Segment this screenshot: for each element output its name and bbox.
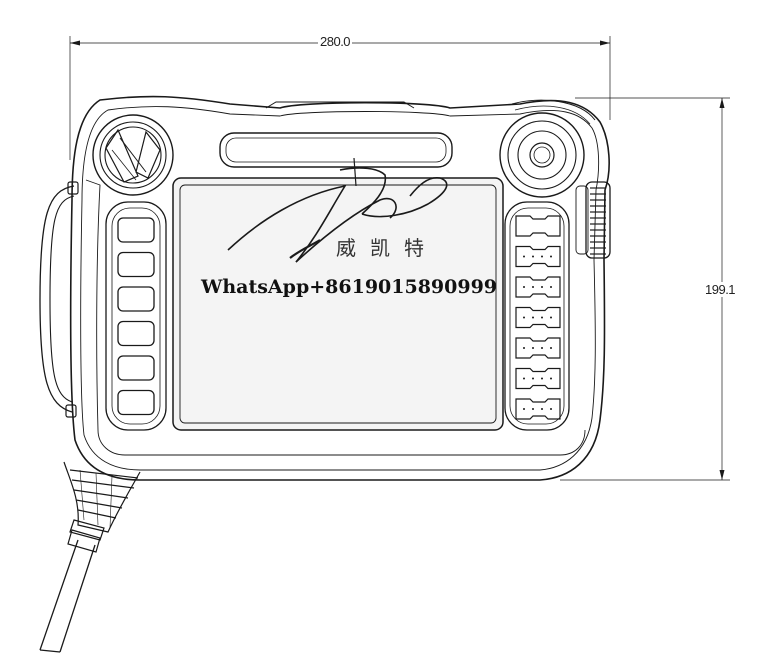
right-key-3[interactable] xyxy=(515,276,561,298)
right-key-panel xyxy=(504,201,570,431)
pendant-body xyxy=(69,95,610,481)
watermark-contact: WhatsApp+8619015890999 xyxy=(201,276,498,298)
right-key-1[interactable] xyxy=(515,215,561,237)
handwheel-icon[interactable] xyxy=(575,181,611,259)
right-key-2[interactable] xyxy=(515,245,561,268)
left-key-3[interactable] xyxy=(117,286,155,312)
left-key-5[interactable] xyxy=(117,355,155,381)
width-dimension xyxy=(69,36,611,160)
cable-icon xyxy=(39,519,105,653)
width-dimension-label: 280.0 xyxy=(318,34,353,49)
right-key-7[interactable] xyxy=(515,398,561,420)
right-key-4[interactable] xyxy=(515,306,561,329)
key-selector-icon[interactable] xyxy=(92,114,174,196)
hand-strap-icon xyxy=(39,181,79,418)
left-key-column xyxy=(117,217,155,416)
emergency-stop-icon[interactable] xyxy=(499,99,596,198)
left-key-2[interactable] xyxy=(117,251,155,278)
left-key-panel xyxy=(105,201,167,431)
left-key-1[interactable] xyxy=(117,217,155,243)
height-dimension-label: 199.1 xyxy=(703,282,738,297)
top-indicator-bar xyxy=(219,101,453,168)
left-key-6[interactable] xyxy=(117,389,155,416)
left-key-4[interactable] xyxy=(117,320,155,347)
display-screen[interactable] xyxy=(172,177,504,431)
right-key-6[interactable] xyxy=(515,367,561,390)
right-key-column xyxy=(515,215,561,420)
strain-relief xyxy=(63,461,141,533)
watermark-chinese: 威凯特 xyxy=(336,236,438,260)
right-key-5[interactable] xyxy=(515,337,561,359)
signature-logo xyxy=(227,157,448,263)
